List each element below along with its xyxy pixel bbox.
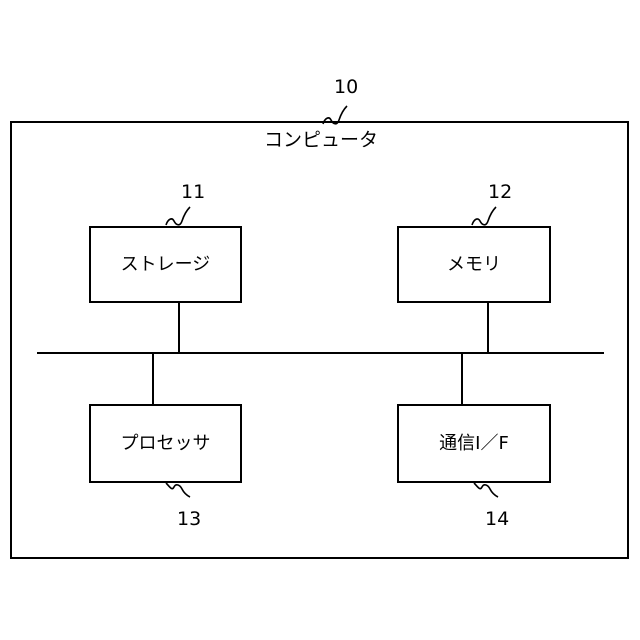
- computer-label: コンピュータ: [264, 131, 378, 150]
- memory-ref: 12: [488, 183, 512, 202]
- comm-if-box: 通信I／F: [397, 404, 551, 483]
- leader-12: [472, 207, 496, 225]
- processor-label: プロセッサ: [121, 435, 211, 453]
- computer-frame: [11, 122, 628, 558]
- leader-13: [166, 483, 190, 497]
- computer-ref: 10: [334, 78, 358, 97]
- memory-box: メモリ: [397, 226, 551, 303]
- comm-if-label: 通信I／F: [439, 435, 509, 453]
- comm-if-ref: 14: [485, 510, 509, 529]
- storage-label: ストレージ: [121, 256, 211, 274]
- leader-14: [474, 483, 498, 497]
- storage-box: ストレージ: [89, 226, 242, 303]
- memory-label: メモリ: [447, 256, 501, 274]
- storage-ref: 11: [181, 183, 205, 202]
- processor-box: プロセッサ: [89, 404, 242, 483]
- processor-ref: 13: [177, 510, 201, 529]
- leader-11: [166, 207, 190, 225]
